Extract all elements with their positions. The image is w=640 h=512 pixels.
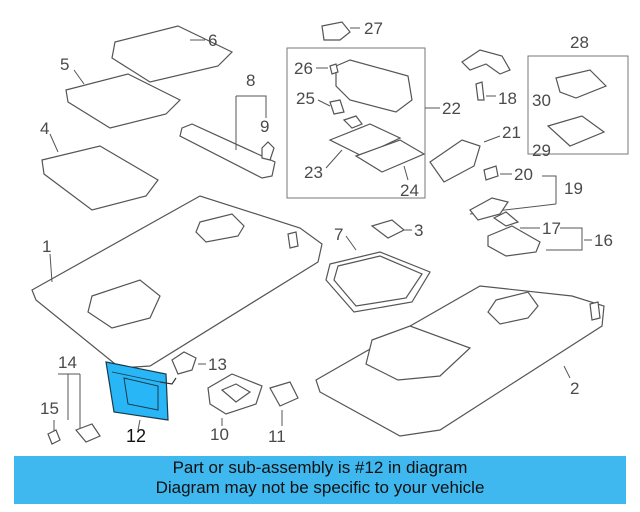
callout-15: 15 — [40, 399, 59, 418]
callout-22: 22 — [442, 99, 461, 118]
part-2-headliner: 2 — [315, 285, 605, 437]
callout-6: 6 — [208, 31, 217, 50]
callout-16: 16 — [594, 231, 613, 250]
callout-24: 24 — [400, 181, 419, 200]
part-8-rail: 8 9 — [179, 71, 276, 179]
callout-14: 14 — [58, 353, 77, 372]
callout-7: 7 — [334, 225, 343, 244]
callout-23: 23 — [304, 163, 323, 182]
part-20-clip: 20 19 — [469, 165, 583, 221]
callout-27: 27 — [364, 19, 383, 38]
part-1-headliner: 1 — [31, 195, 323, 369]
callout-10: 10 — [210, 425, 229, 444]
callout-12: 12 — [126, 426, 146, 446]
callout-13: 13 — [208, 355, 227, 374]
part-7-sunroof-seal: 7 — [325, 225, 431, 313]
callout-28: 28 — [570, 33, 589, 52]
callout-8: 8 — [246, 71, 255, 90]
callout-3: 3 — [414, 221, 423, 240]
info-banner: Part or sub-assembly is #12 in diagram D… — [14, 458, 626, 502]
banner-line-1: Part or sub-assembly is #12 in diagram — [172, 458, 468, 477]
part-13-holder: 13 — [171, 351, 227, 375]
banner-line-2: Diagram may not be specific to your vehi… — [155, 478, 485, 497]
callout-21: 21 — [502, 123, 521, 142]
part-11-cap: 11 — [268, 381, 299, 446]
callout-29: 29 — [532, 141, 551, 160]
part-4-pad: 4 — [40, 119, 159, 211]
callout-20: 20 — [514, 165, 533, 184]
part-16-lamp: 17 16 — [487, 211, 613, 257]
callout-18: 18 — [498, 89, 517, 108]
part-28-frame: 28 30 29 — [527, 33, 629, 160]
callout-9: 9 — [260, 117, 269, 136]
part-21-bracket: 21 — [429, 123, 521, 183]
callout-25: 25 — [296, 89, 315, 108]
console-group-frame: 22 27 26 25 23 24 — [286, 19, 461, 200]
callout-19: 19 — [564, 179, 583, 198]
callout-26: 26 — [294, 59, 313, 78]
part-10-cover: 10 — [207, 373, 263, 444]
part-5-pad: 5 — [60, 55, 182, 129]
callout-2: 2 — [570, 379, 579, 398]
callout-4: 4 — [40, 119, 49, 138]
callout-30: 30 — [532, 91, 551, 110]
part-12-sun-visor: 12 — [105, 361, 177, 446]
part-3-clip: 3 — [370, 219, 423, 240]
callout-5: 5 — [60, 55, 69, 74]
part-18-handle: 18 — [461, 49, 517, 108]
info-banner-background — [14, 456, 626, 504]
callout-1: 1 — [42, 237, 51, 256]
part-6-pad: 6 — [111, 25, 234, 83]
part-14-bracket: 14 15 — [40, 353, 101, 445]
callout-11: 11 — [268, 427, 286, 446]
callout-17: 17 — [542, 219, 561, 238]
